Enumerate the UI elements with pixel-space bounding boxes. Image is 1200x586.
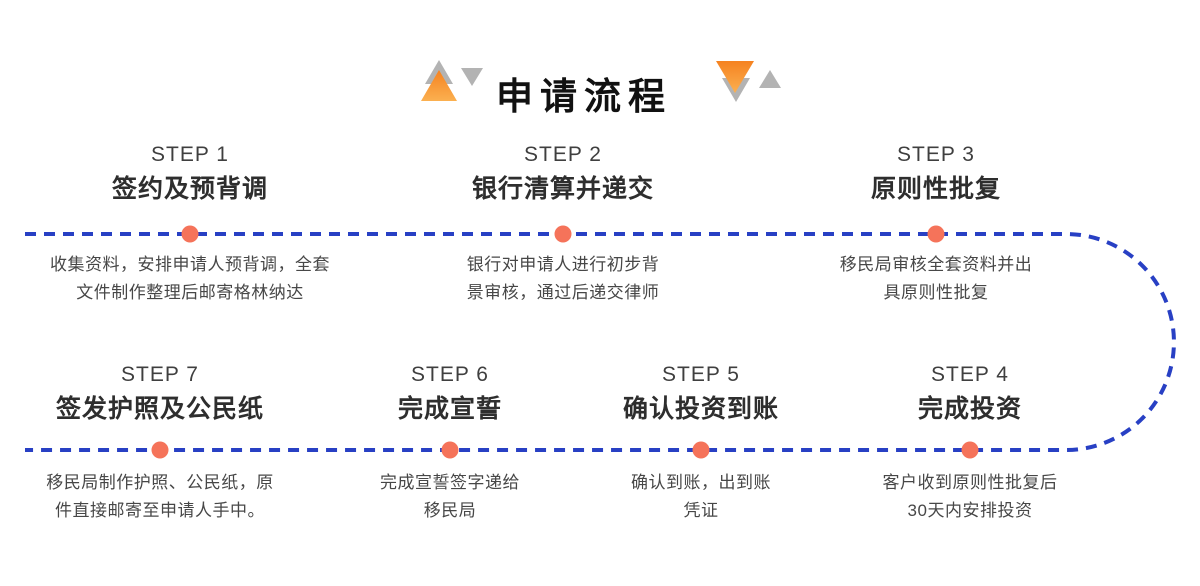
step-2-name: 银行清算并递交 [471,175,654,203]
step-1-desc-line1: 收集资料，安排申请人预背调，全套 [50,255,330,274]
step-1-name: 签约及预背调 [111,175,268,203]
step-1-block: STEP 1 签约及预背调 [0,142,380,206]
step-2-desc-line2: 景审核，通过后递交律师 [466,283,660,302]
step-6-description: 完成宣誓签字递给 移民局 [260,469,640,525]
step-3-desc-line2: 具原则性批复 [883,283,989,302]
step-7-desc-line2: 件直接邮寄至申请人手中。 [55,501,265,520]
step-7-name: 签发护照及公民纸 [55,395,264,423]
triangle-decoration-left-icon [421,60,483,101]
small-gray-down-triangle-icon [461,68,483,86]
step-6-label: STEP 6 [411,363,489,386]
step-2-label: STEP 2 [524,143,602,166]
step-6-name: 完成宣誓 [397,395,502,423]
step-5-name: 确认投资到账 [622,395,779,423]
step-dot [151,441,169,459]
step-5-description: 确认到账，出到账 凭证 [511,469,891,525]
step-4-desc-line2: 30天内安排投资 [907,501,1033,520]
step-7-description: 移民局制作护照、公民纸，原 件直接邮寄至申请人手中。 [0,469,350,525]
step-3-description: 移民局审核全套资料并出 具原则性批复 [746,251,1126,307]
step-1-label: STEP 1 [151,143,229,166]
step-7-label: STEP 7 [121,363,199,386]
step-2-block: STEP 2 银行清算并递交 [373,142,753,206]
step-3-block: STEP 3 原则性批复 [746,142,1126,206]
orange-up-triangle-icon [421,70,457,101]
step-6-desc-line2: 移民局 [423,501,477,520]
step-dot [441,441,459,459]
step-dot [961,441,979,459]
step-4-description: 客户收到原则性批复后 30天内安排投资 [780,469,1160,525]
step-2-description: 银行对申请人进行初步背 景审核，通过后递交律师 [373,251,753,307]
step-3-desc-line1: 移民局审核全套资料并出 [839,255,1033,274]
step-1-description: 收集资料，安排申请人预背调，全套 文件制作整理后邮寄格林纳达 [0,251,380,307]
step-dot [181,225,199,243]
step-4-desc-line1: 客户收到原则性批复后 [882,473,1058,492]
triangle-decoration-right-icon [716,61,781,102]
step-1-desc-line2: 文件制作整理后邮寄格林纳达 [76,283,304,302]
step-5-label: STEP 5 [662,363,740,386]
timeline-dotted-path [25,232,1176,452]
step-7-desc-line1: 移民局制作护照、公民纸，原 [46,473,274,492]
step-3-label: STEP 3 [897,143,975,166]
step-7-block: STEP 7 签发护照及公民纸 [0,362,350,426]
step-dot [927,225,945,243]
step-6-block: STEP 6 完成宣誓 [260,362,640,426]
small-gray-up-triangle-icon [759,70,781,88]
step-5-desc-line1: 确认到账，出到账 [631,473,771,492]
step-5-block: STEP 5 确认投资到账 [511,362,891,426]
step-4-name: 完成投资 [917,395,1022,423]
step-dot [554,225,572,243]
step-4-label: STEP 4 [931,363,1009,386]
step-2-desc-line1: 银行对申请人进行初步背 [466,255,660,274]
step-3-name: 原则性批复 [870,175,1001,203]
page-title: 申请流程 [496,76,672,117]
step-4-block: STEP 4 完成投资 [780,362,1160,426]
step-dot [692,441,710,459]
step-5-desc-line2: 凭证 [683,501,719,520]
step-6-desc-line1: 完成宣誓签字递给 [380,473,520,492]
orange-down-triangle-icon [716,61,754,93]
